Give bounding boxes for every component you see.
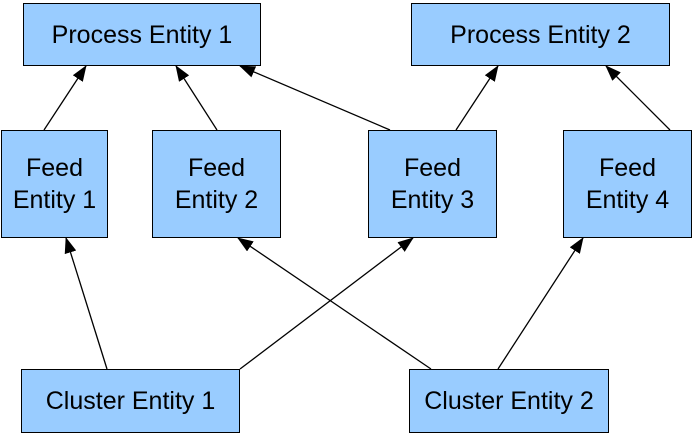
edge-cluster-2-to-feed-2 — [237, 237, 432, 370]
edge-cluster-2-to-feed-4 — [497, 237, 584, 370]
edge-cluster-1-to-feed-1 — [64, 237, 108, 370]
edge-feed-3-to-process-1 — [239, 65, 391, 131]
edge-feed-4-to-process-2 — [605, 65, 671, 131]
feed-entity-3-node[interactable]: Feed Entity 3 — [368, 130, 497, 238]
edge-cluster-1-to-feed-3 — [239, 237, 414, 370]
feed-entity-4-node[interactable]: Feed Entity 4 — [563, 130, 692, 238]
process-entity-2-node[interactable]: Process Entity 2 — [411, 3, 670, 66]
cluster-entity-1-node[interactable]: Cluster Entity 1 — [21, 369, 240, 433]
cluster-entity-2-node[interactable]: Cluster Entity 2 — [409, 369, 609, 433]
edge-feed-1-to-process-1 — [43, 65, 87, 131]
edge-feed-2-to-process-1 — [175, 65, 218, 131]
feed-entity-1-node[interactable]: Feed Entity 1 — [1, 130, 108, 238]
process-entity-1-node[interactable]: Process Entity 1 — [23, 3, 261, 66]
edge-feed-3-to-process-2 — [455, 65, 499, 131]
feed-entity-2-node[interactable]: Feed Entity 2 — [152, 130, 281, 238]
